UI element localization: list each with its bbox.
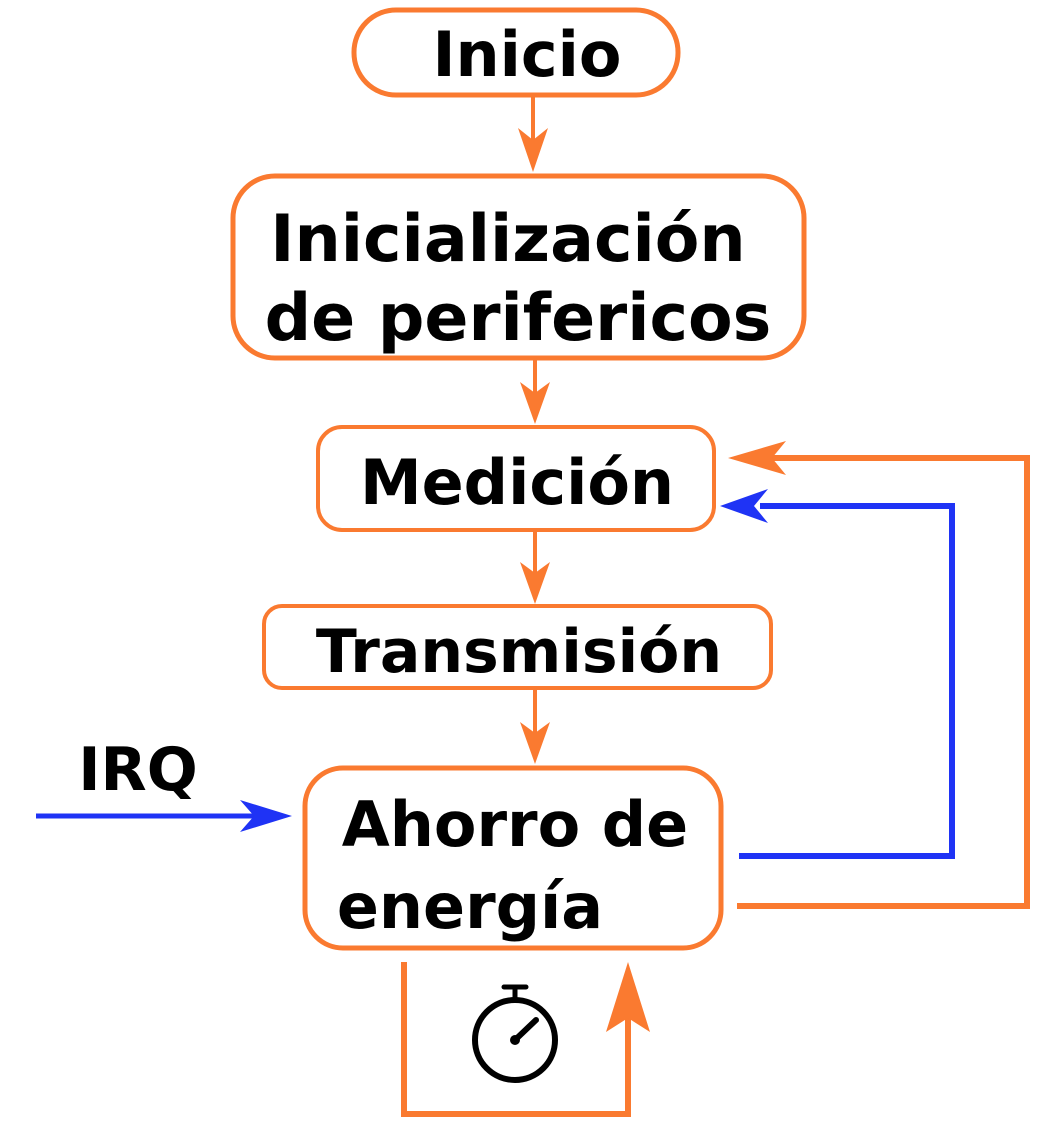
node-transmission: Transmisión [262,604,773,690]
loop-interrupt-to-measure [720,489,955,859]
node-start: Inicio [351,7,681,98]
node-init-label-line1: Inicialización [270,202,745,277]
node-init-label-line2: de perifericos [265,281,772,356]
node-power-saving-label-line2: energía [337,870,603,943]
node-transmission-label: Transmisión [316,617,722,687]
irq-label: IRQ [78,735,198,805]
loop-timer-self [401,962,650,1117]
node-measurement-label: Medición [360,446,674,519]
node-power-saving-label-line1: Ahorro de [342,788,688,861]
loop-timeout-to-measure [728,441,1030,909]
arrow-measure-to-transmit [520,532,550,604]
node-power-saving: Ahorro de energía [302,765,724,951]
arrow-start-to-init [518,96,548,172]
stopwatch-icon [472,984,558,1083]
node-measurement: Medición [316,425,716,532]
arrow-transmit-to-sleep [520,690,550,764]
arrow-irq-to-sleep [36,800,292,832]
arrow-init-to-measure [520,356,550,424]
node-init-peripherals: Inicialización de perifericos [230,173,807,361]
node-start-label: Inicio [432,18,621,91]
